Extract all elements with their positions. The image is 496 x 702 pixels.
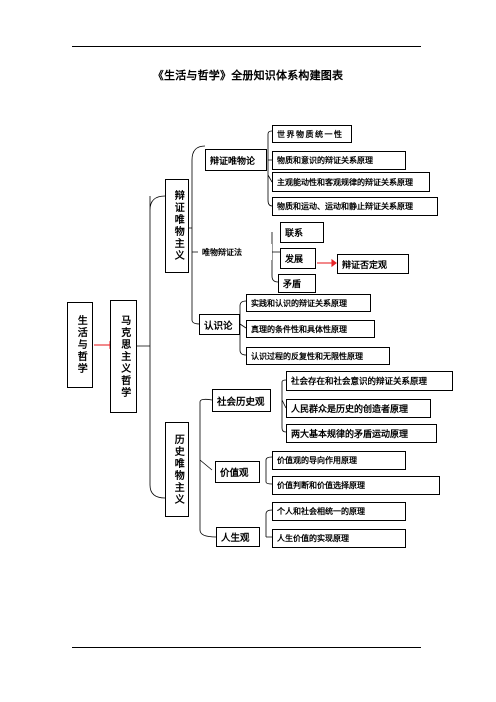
historical-materialism-box: 历史唯物主义 [165, 422, 189, 517]
materialism-item-4: 物质和运动、运动和静止辩证关系原理 [272, 197, 438, 216]
social-history-item-3: 两大基本规律的矛盾运动原理 [286, 424, 437, 443]
top-rule [72, 46, 421, 47]
page-title: 《生活与哲学》全册知识体系构建图表 [152, 69, 344, 82]
epistemology-item-1: 实践和认识的辩证关系原理 [246, 294, 371, 312]
values-item-2: 价值判断和价值选择原理 [272, 476, 440, 495]
materialism-item-3: 主观能动性和客观规律的辩证关系原理 [272, 172, 430, 192]
dialectical-materialism-box: 辩证唯物主义 [165, 179, 189, 273]
dialectics-item-link: 联系 [280, 222, 324, 243]
epistemology-item-3: 认识过程的反复性和无限性原理 [246, 347, 390, 365]
values-item-1: 价值观的导向作用原理 [272, 451, 406, 470]
life-item-1: 个人和社会相统一的原理 [272, 502, 406, 521]
life-box: 人生观 [216, 527, 260, 547]
life-item-2: 人生价值的实现原理 [272, 529, 406, 548]
dialectics-item-development: 发展 [280, 248, 316, 269]
main-box: 马克思主义哲学 [110, 300, 137, 413]
values-box: 价值观 [215, 461, 260, 483]
bottom-rule [72, 647, 421, 648]
materialism-item-2: 物质和意识的辩证关系原理 [272, 151, 406, 170]
root-box: 生活与哲学 [67, 302, 93, 388]
epistemology-box: 认识论 [199, 314, 240, 335]
social-history-item-2: 人民群众是历史的创造者原理 [286, 399, 431, 418]
red-arrow-development [317, 258, 337, 268]
epistemology-item-2: 真理的条件性和具体性原理 [246, 320, 375, 338]
dialectics-label: 唯物辩证法 [198, 244, 272, 260]
social-history-box: 社会历史观 [212, 389, 271, 412]
dialectical-negation-box: 辩证否定观 [337, 254, 409, 274]
social-history-item-1: 社会存在和社会意识的辩证关系原理 [286, 371, 453, 391]
materialism-box: 辩证唯物论 [205, 149, 267, 171]
materialism-item-1: 世界物质统一性 [272, 125, 352, 143]
dialectics-item-contradiction: 矛盾 [278, 274, 316, 293]
